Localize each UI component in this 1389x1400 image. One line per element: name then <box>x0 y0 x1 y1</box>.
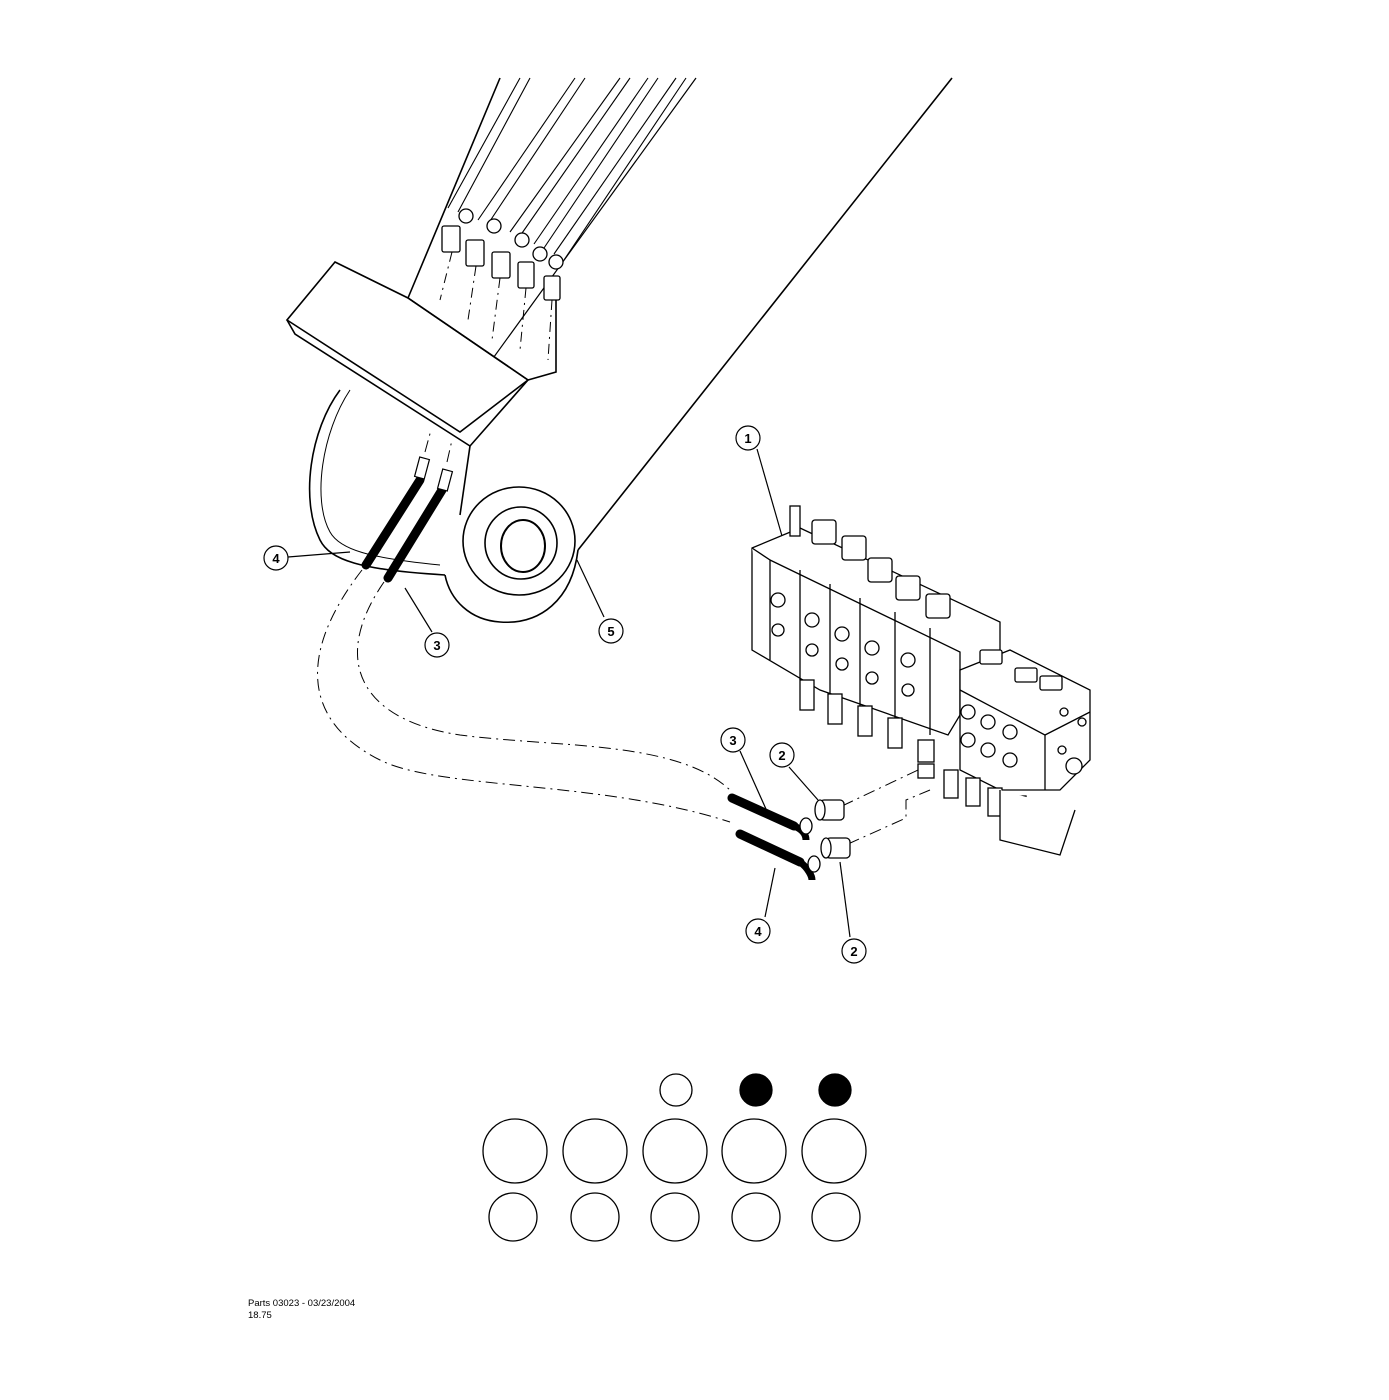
legend-bottom-circle <box>488 1192 538 1242</box>
legend-circles <box>482 1073 867 1242</box>
callout-label: 5 <box>607 624 614 639</box>
hydraulic-tubes <box>447 77 687 261</box>
callout-label: 4 <box>754 924 762 939</box>
legend-middle-circle <box>482 1118 548 1184</box>
legend-middle-circle <box>801 1118 867 1184</box>
callout-2-lower: 2 <box>841 938 867 964</box>
callout-3-upper: 3 <box>424 632 450 658</box>
callout-label: 1 <box>744 431 751 446</box>
legend-bottom-circle <box>650 1192 700 1242</box>
callout-1: 1 <box>735 425 761 451</box>
legend-middle-circle <box>562 1118 628 1184</box>
hose-routing-dashed <box>317 429 733 823</box>
boom-dashed-lines <box>439 251 553 361</box>
legend-top-filled <box>739 1073 773 1107</box>
legend-bottom-circle <box>811 1192 861 1242</box>
footer-page-number: 18.75 <box>248 1310 272 1321</box>
legend-top-filled <box>818 1073 852 1107</box>
valve-dashed-lines <box>841 769 931 845</box>
loose-hoses <box>727 793 821 881</box>
callout-label: 4 <box>272 551 280 566</box>
callout-4-lower: 4 <box>745 918 771 944</box>
footer-parts-line: Parts 03023 - 03/23/2004 <box>248 1298 356 1309</box>
callout-4-upper: 4 <box>263 545 289 571</box>
callout-5: 5 <box>598 618 624 644</box>
leader-lines <box>287 448 851 938</box>
footer: Parts 03023 - 03/23/2004 18.75 <box>248 1298 355 1322</box>
callout-label: 2 <box>850 944 857 959</box>
boom-arm <box>285 77 953 623</box>
legend-top-empty <box>659 1073 693 1107</box>
legend-bottom-circle <box>731 1192 781 1242</box>
legend-bottom-circle <box>570 1192 620 1242</box>
boom-hoses <box>361 456 454 583</box>
legend-middle-circle <box>642 1118 708 1184</box>
boom-fittings <box>441 208 564 301</box>
callout-3-lower: 3 <box>720 727 746 753</box>
control-valve <box>751 505 1091 856</box>
adapters <box>814 799 851 859</box>
callout-label: 3 <box>433 638 440 653</box>
callout-label: 3 <box>729 733 736 748</box>
callout-2-upper: 2 <box>769 742 795 768</box>
legend-middle-circle <box>721 1118 787 1184</box>
callout-label: 2 <box>778 748 785 763</box>
